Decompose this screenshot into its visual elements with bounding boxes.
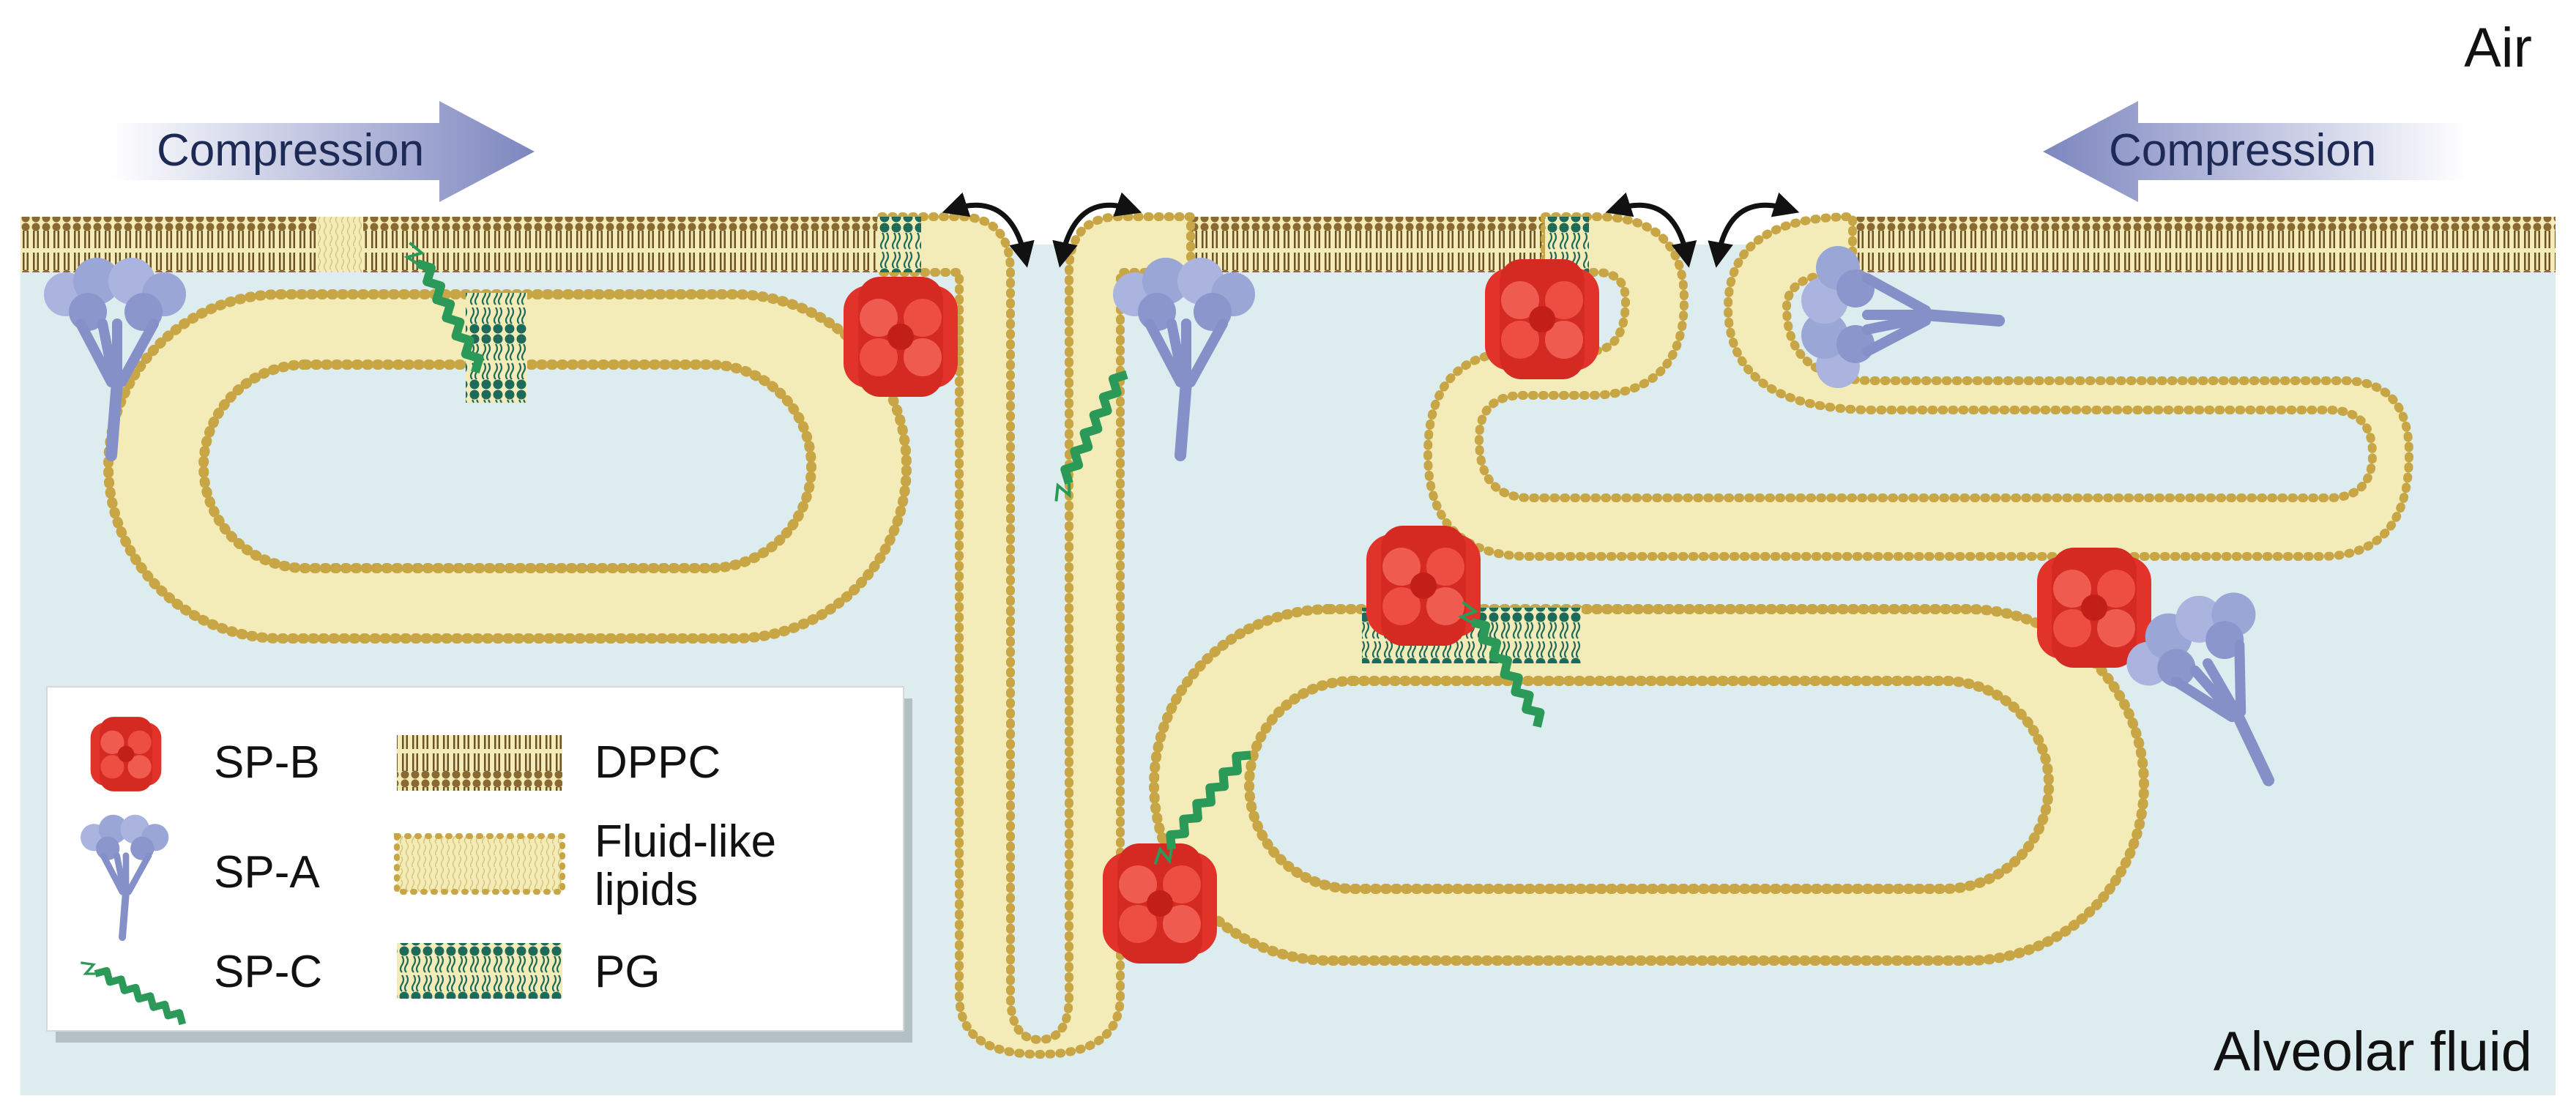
sp-b-icon	[1485, 259, 1599, 379]
sp-b-icon	[1103, 843, 1217, 964]
flex-arrow-icon	[942, 192, 1035, 268]
compression-arrow-icon	[110, 101, 535, 202]
flex-arrow-icon	[1052, 192, 1142, 268]
compression-arrow-icon	[2043, 101, 2468, 202]
legend	[46, 686, 912, 1043]
pg-swatch-icon	[397, 943, 562, 999]
legend-fluid-label-line1: Fluid-like	[595, 816, 777, 867]
compression-label-left: Compression	[157, 125, 425, 176]
sp-b-icon	[844, 277, 958, 397]
legend-sp-b-icon	[90, 717, 162, 791]
legend-dppc-label: DPPC	[595, 737, 721, 788]
alveolar-fluid-label: Alveolar fluid	[2213, 1021, 2532, 1083]
compression-label-right: Compression	[2109, 125, 2377, 176]
legend-pg-label: PG	[595, 947, 660, 997]
legend-sp-c-label: SP-C	[214, 947, 323, 997]
flex-arrow-icon	[1605, 192, 1697, 268]
left-vesicle	[103, 289, 912, 644]
flex-arrow-icon	[1708, 192, 1800, 268]
air-label: Air	[2464, 17, 2532, 79]
fluid-lipid-swatch-icon	[394, 833, 565, 895]
sp-b-icon	[1366, 526, 1481, 646]
right-lower-vesicle	[1149, 604, 2149, 966]
legend-fluid-label-line2: lipids	[595, 865, 699, 915]
dppc-monolayer	[21, 217, 2555, 272]
dppc-swatch-icon	[397, 735, 562, 791]
legend-sp-a-label: SP-A	[214, 847, 320, 898]
legend-sp-b-label: SP-B	[214, 737, 320, 788]
